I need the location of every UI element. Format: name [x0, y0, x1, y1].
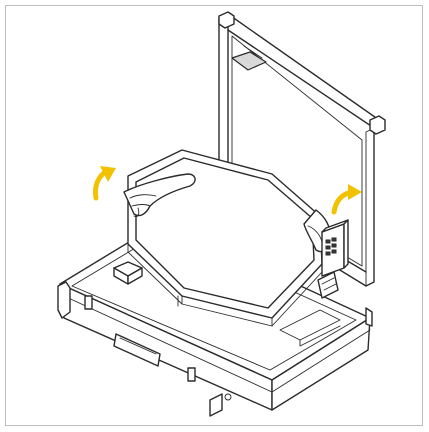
lift-arrow-left — [93, 166, 116, 201]
handheld-unit — [317, 219, 349, 299]
case-handle — [113, 333, 161, 367]
latch-right — [187, 367, 196, 382]
lock-icon — [224, 393, 232, 401]
latch-left — [84, 295, 93, 310]
lift-arrow-right — [331, 184, 362, 215]
octagonal-frame — [127, 149, 323, 327]
left-hand — [123, 173, 196, 217]
lid-reflection — [231, 51, 267, 71]
